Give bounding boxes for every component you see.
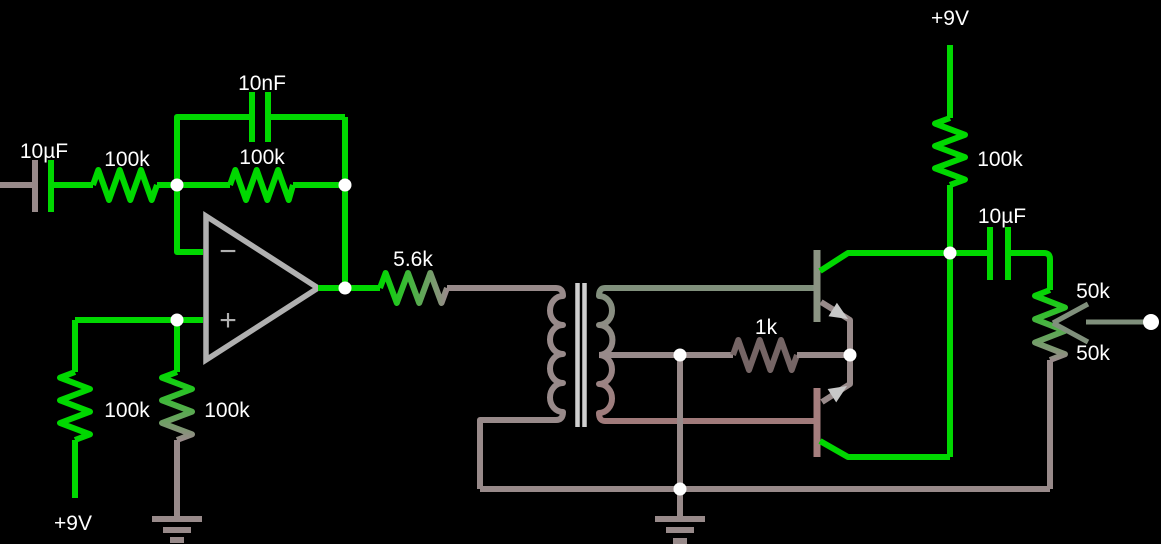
resistor-value-label: 100k [239, 146, 285, 169]
emitter-arrow-icon [828, 302, 848, 319]
junction-dot [170, 313, 184, 327]
transistor-emitter [820, 355, 853, 405]
output-potentiometer[interactable]: 50k 50k [1032, 280, 1159, 365]
resistor-value-label: 100k [204, 399, 250, 422]
junction-dot [338, 281, 352, 295]
wire-inverting-input[interactable] [174, 185, 203, 255]
transistor-collector [818, 250, 950, 274]
resistor-zigzag [227, 167, 296, 203]
emitter-arrow-icon [827, 386, 847, 403]
transformer-secondary-bottom [596, 352, 814, 424]
junction-dot [673, 482, 687, 496]
resistor-value-label: 5.6k [393, 248, 433, 271]
junction-dot [943, 246, 957, 260]
bias-resistor-right[interactable]: 100k [159, 320, 250, 443]
resistor-zigzag [57, 369, 93, 443]
resistor-zigzag [730, 337, 800, 373]
output-capacitor[interactable]: 10µF [950, 205, 1053, 290]
ground-left[interactable] [152, 440, 202, 543]
transformer-secondary-top [596, 285, 814, 358]
wiper-terminal-dot [1143, 314, 1159, 330]
capacitor-value-label: 10nF [238, 72, 286, 95]
transistor-bottom[interactable] [813, 355, 950, 460]
junction-dot [338, 178, 352, 192]
resistor-zigzag [377, 270, 450, 306]
capacitor-lead [1011, 250, 1053, 290]
voltage-rail-bias[interactable]: +9V [54, 440, 92, 535]
junction-dot [170, 178, 184, 192]
input-coupling-capacitor[interactable]: 10µF [0, 140, 68, 212]
voltage-rail-label: +9V [54, 512, 92, 535]
transformer[interactable] [477, 283, 814, 489]
wiper-arrow-icon [1051, 320, 1090, 345]
resistor-value-label: 1k [755, 316, 778, 339]
resistor-value-label: 100k [104, 148, 150, 171]
capacitor-value-label: 10µF [20, 140, 68, 163]
input-resistor[interactable]: 100k [54, 148, 177, 203]
transformer-primary-coil [477, 285, 566, 489]
feedback-resistor[interactable]: 100k [177, 117, 348, 288]
collector-resistor[interactable]: 100k [932, 115, 1023, 253]
potentiometer-lower-label: 50k [1076, 342, 1110, 365]
op-amp-minus-glyph: − [219, 235, 237, 268]
junction-dot [673, 348, 687, 362]
resistor-value-label: 100k [977, 148, 1023, 171]
resistor-zigzag [90, 167, 160, 203]
potentiometer-upper-label: 50k [1076, 280, 1110, 303]
resistor-value-label: 100k [104, 399, 150, 422]
base-resistor[interactable]: 1k [680, 316, 850, 373]
voltage-rail-label: +9V [931, 7, 969, 30]
junction-dot [843, 348, 857, 362]
bias-resistor-left[interactable]: 100k [57, 320, 150, 443]
wiper-arrow-icon [1051, 301, 1090, 326]
resistor-zigzag [932, 115, 968, 188]
op-amp-triangle [203, 210, 324, 366]
voltage-rail-top[interactable]: +9V [931, 7, 969, 118]
resistor-zigzag [159, 369, 195, 443]
wire-feedback-left [174, 114, 249, 185]
op-amp[interactable]: − + [203, 210, 324, 366]
transistor-collector [818, 438, 950, 460]
transistor-emitter [819, 299, 853, 355]
series-resistor[interactable]: 5.6k [377, 248, 450, 306]
transistor-top[interactable] [813, 250, 950, 355]
op-amp-plus-glyph: + [219, 304, 237, 337]
ground-middle[interactable] [655, 489, 705, 544]
capacitor-value-label: 10µF [978, 205, 1026, 228]
potentiometer-zigzag [1032, 287, 1068, 363]
feedback-capacitor[interactable]: 10nF [174, 72, 345, 185]
junction-dots [170, 178, 957, 496]
